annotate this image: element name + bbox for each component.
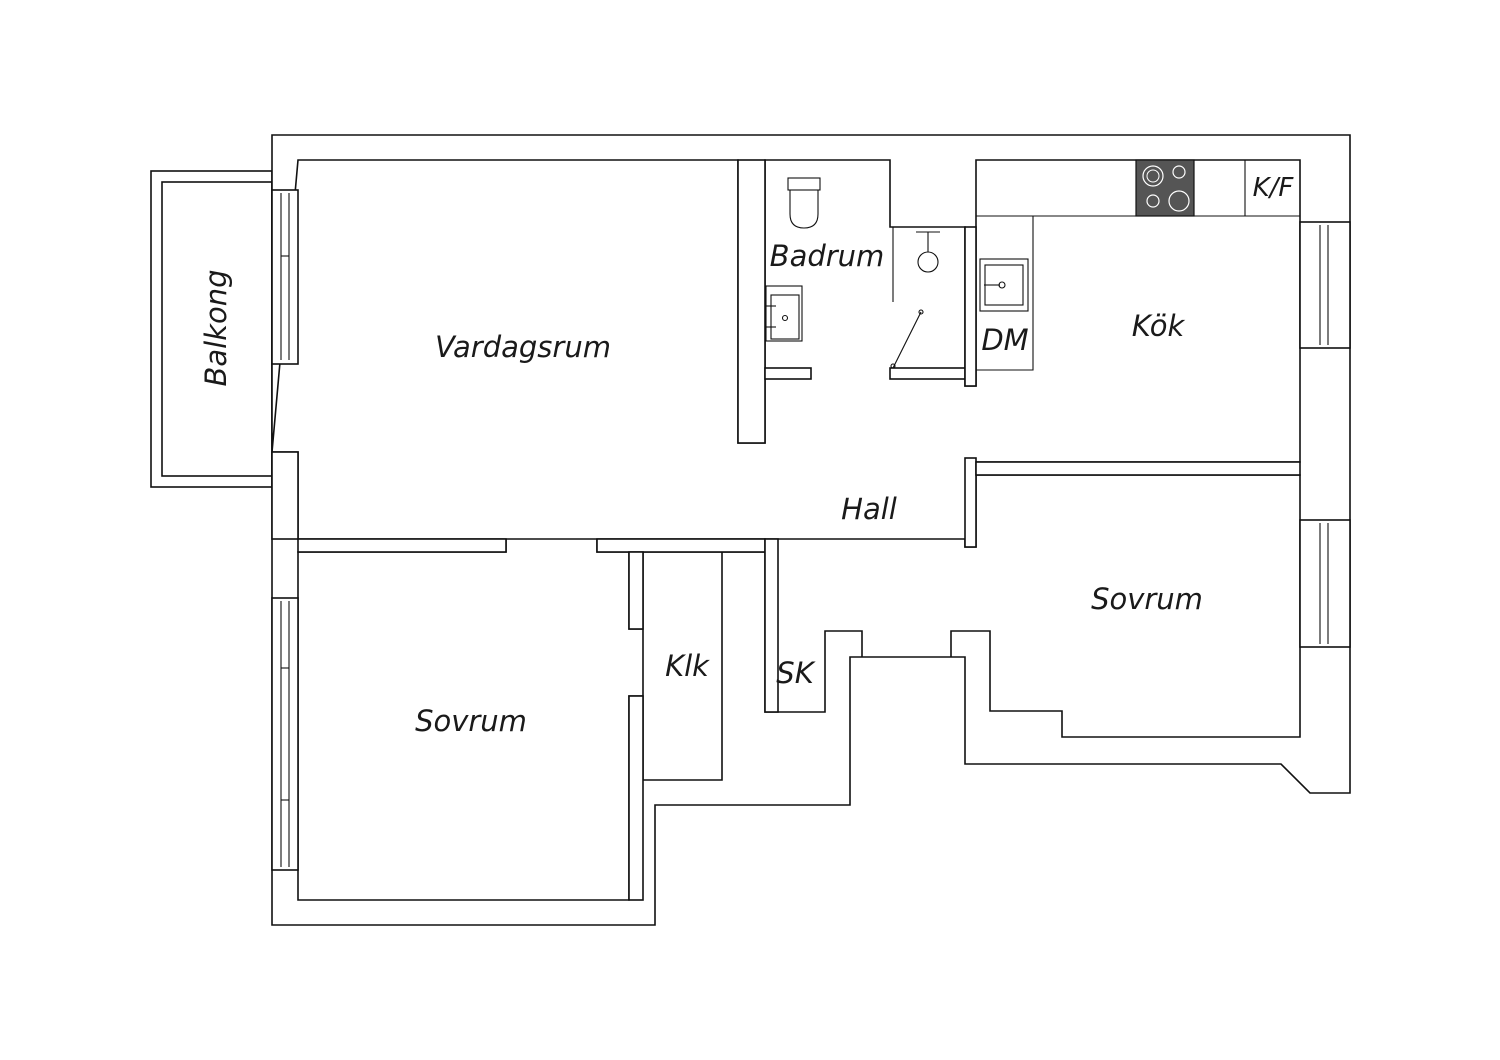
stove-icon (1135, 159, 1195, 217)
toilet-icon (787, 177, 821, 229)
label-klk: Klk (665, 649, 710, 683)
label-sovrum-right: Sovrum (1091, 582, 1203, 616)
label-dm: DM (981, 323, 1028, 357)
kitchen-sink-icon (979, 258, 1029, 312)
label-balkong: Balkong (199, 269, 233, 386)
label-sovrum-left: Sovrum (415, 704, 527, 738)
interior-walls (271, 159, 1301, 901)
label-vardagsrum: Vardagsrum (435, 330, 611, 364)
label-sk: SK (776, 656, 815, 690)
label-hall: Hall (841, 492, 897, 526)
label-kok: Kök (1132, 309, 1186, 343)
sink-icon (765, 285, 803, 342)
windows (271, 189, 1351, 871)
label-kf: K/F (1253, 173, 1295, 203)
shower-icon (890, 227, 940, 369)
label-badrum: Badrum (770, 239, 885, 273)
